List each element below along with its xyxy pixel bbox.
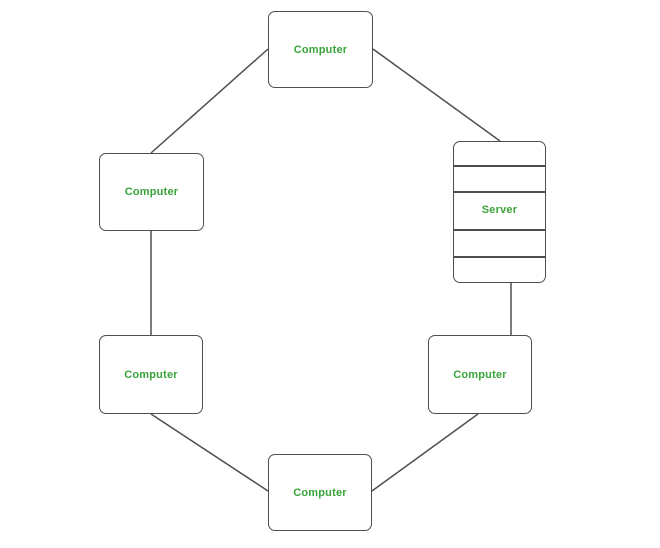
edge-top-to-upper-left — [150, 48, 269, 154]
node-computer-upper-left-label: Computer — [124, 186, 179, 198]
server-rack-divider — [454, 191, 545, 193]
node-computer-lower-right-label: Computer — [453, 368, 507, 381]
node-server-label: Server — [481, 204, 518, 216]
server-rack-divider — [454, 256, 545, 258]
server-rack-divider — [454, 229, 545, 231]
node-computer-upper-left: Computer — [99, 153, 204, 231]
node-computer-bottom-label: Computer — [293, 486, 347, 499]
edge-bottom-to-lower-right — [371, 413, 479, 492]
edge-top-to-server — [372, 48, 501, 142]
edge-lower-left-to-bottom — [150, 413, 269, 492]
node-computer-lower-left-label: Computer — [124, 368, 178, 381]
node-server: Server — [453, 141, 546, 283]
node-computer-lower-left: Computer — [99, 335, 203, 414]
node-computer-top-label: Computer — [293, 43, 348, 56]
server-rack-divider — [454, 165, 545, 167]
server-label-row: Server — [454, 191, 545, 229]
node-computer-bottom: Computer — [268, 454, 372, 531]
node-computer-lower-right: Computer — [428, 335, 532, 414]
node-computer-top: Computer — [268, 11, 373, 88]
